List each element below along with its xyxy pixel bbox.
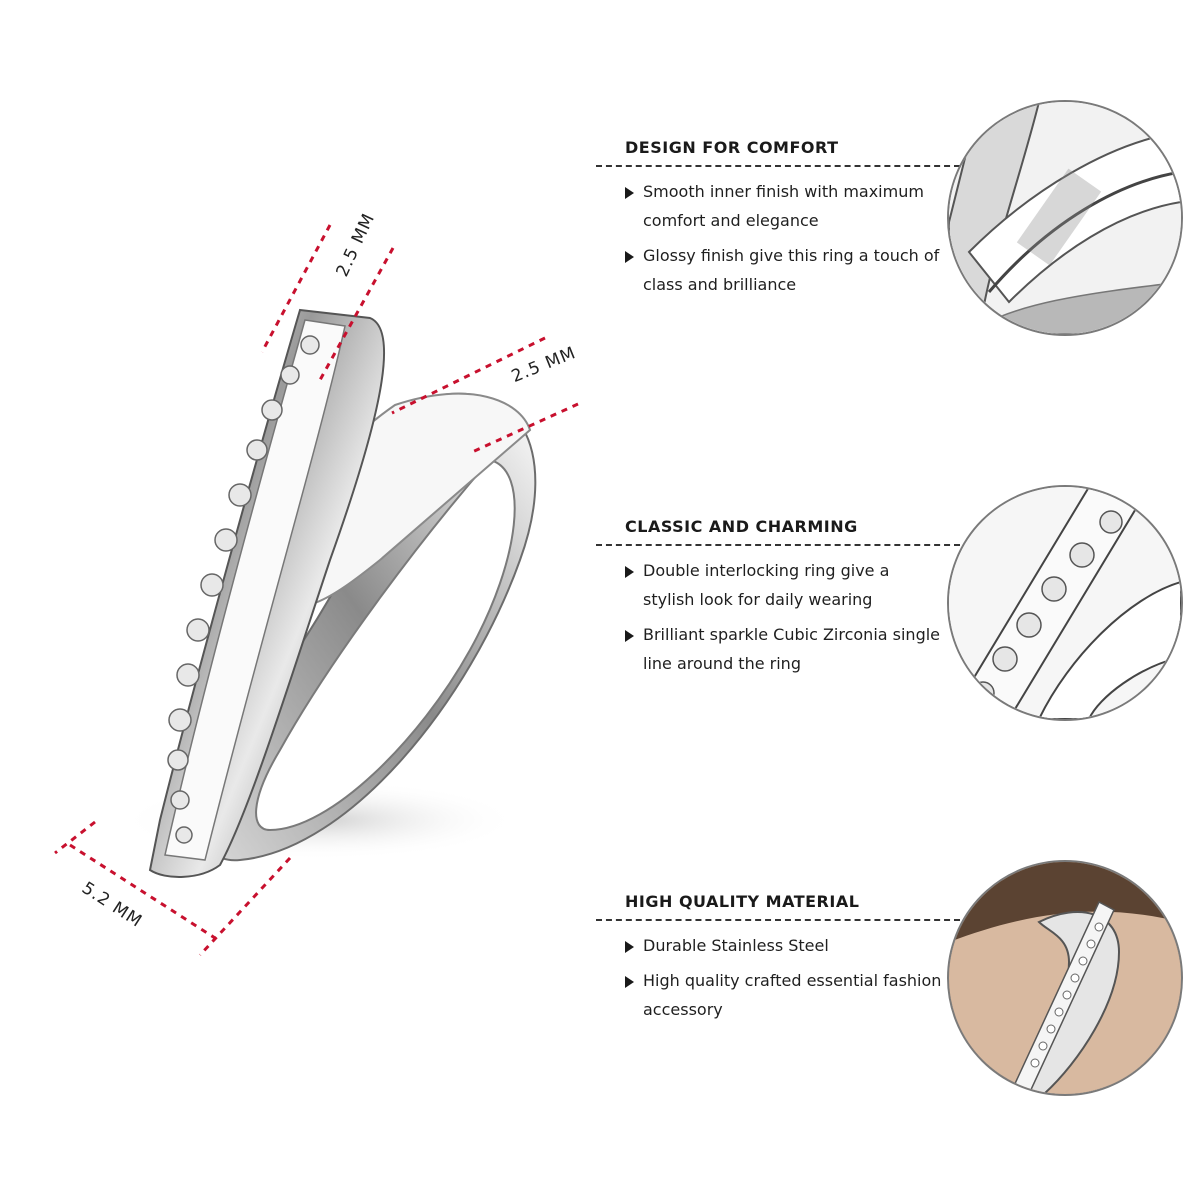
- triangle-right-icon: [625, 630, 634, 642]
- dashed-divider: [596, 165, 960, 167]
- dimension-line-bottom-a: [54, 820, 96, 855]
- feature-design-for-comfort: DESIGN FOR COMFORT Smooth inner finish w…: [596, 138, 966, 305]
- bullet-text: Double interlocking ring give a stylish …: [643, 561, 890, 609]
- detail-circle-pave-stones: [947, 485, 1183, 721]
- triangle-right-icon: [625, 976, 634, 988]
- bullet-text: Smooth inner finish with maximum comfort…: [643, 182, 924, 230]
- feature-title: HIGH QUALITY MATERIAL: [625, 892, 860, 911]
- triangle-right-icon: [625, 187, 634, 199]
- dimension-line-bottom-span: [69, 843, 216, 940]
- dimension-line-top-left-a: [260, 224, 332, 353]
- feature-high-quality-material: HIGH QUALITY MATERIAL Durable Stainless …: [596, 892, 966, 1030]
- detail-circle-wrist-photo: [947, 860, 1183, 1096]
- feature-bullet: Brilliant sparkle Cubic Zirconia single …: [596, 620, 966, 678]
- feature-classic-and-charming: CLASSIC AND CHARMING Double interlocking…: [596, 517, 966, 684]
- dimension-line-top-right-a: [391, 336, 546, 415]
- bullet-text: Glossy finish give this ring a touch of …: [643, 246, 940, 294]
- dashed-divider: [596, 919, 960, 921]
- cubic-zirconia-stones: [167, 335, 320, 844]
- dashed-divider: [596, 544, 960, 546]
- feature-bullet: Smooth inner finish with maximum comfort…: [596, 177, 966, 235]
- detail-circle-inner-finish: [947, 100, 1183, 336]
- triangle-right-icon: [625, 566, 634, 578]
- feature-title: DESIGN FOR COMFORT: [625, 138, 839, 157]
- feature-title: CLASSIC AND CHARMING: [625, 517, 858, 536]
- bullet-text: Brilliant sparkle Cubic Zirconia single …: [643, 625, 941, 673]
- dimension-line-top-left-b: [318, 247, 395, 381]
- dimension-line-bottom-b: [198, 856, 292, 957]
- feature-bullet: Glossy finish give this ring a touch of …: [596, 241, 966, 299]
- feature-bullet: Durable Stainless Steel: [596, 931, 966, 960]
- dimension-line-top-right-b: [469, 402, 579, 455]
- dimension-lines: [54, 224, 579, 957]
- bullet-text: High quality crafted essential fashion a…: [643, 971, 942, 1019]
- triangle-right-icon: [625, 251, 634, 263]
- feature-bullet: Double interlocking ring give a stylish …: [596, 556, 966, 614]
- triangle-right-icon: [625, 941, 634, 953]
- bullet-text: Durable Stainless Steel: [643, 936, 829, 955]
- feature-bullet: High quality crafted essential fashion a…: [596, 966, 966, 1024]
- pave-band: [148, 308, 386, 878]
